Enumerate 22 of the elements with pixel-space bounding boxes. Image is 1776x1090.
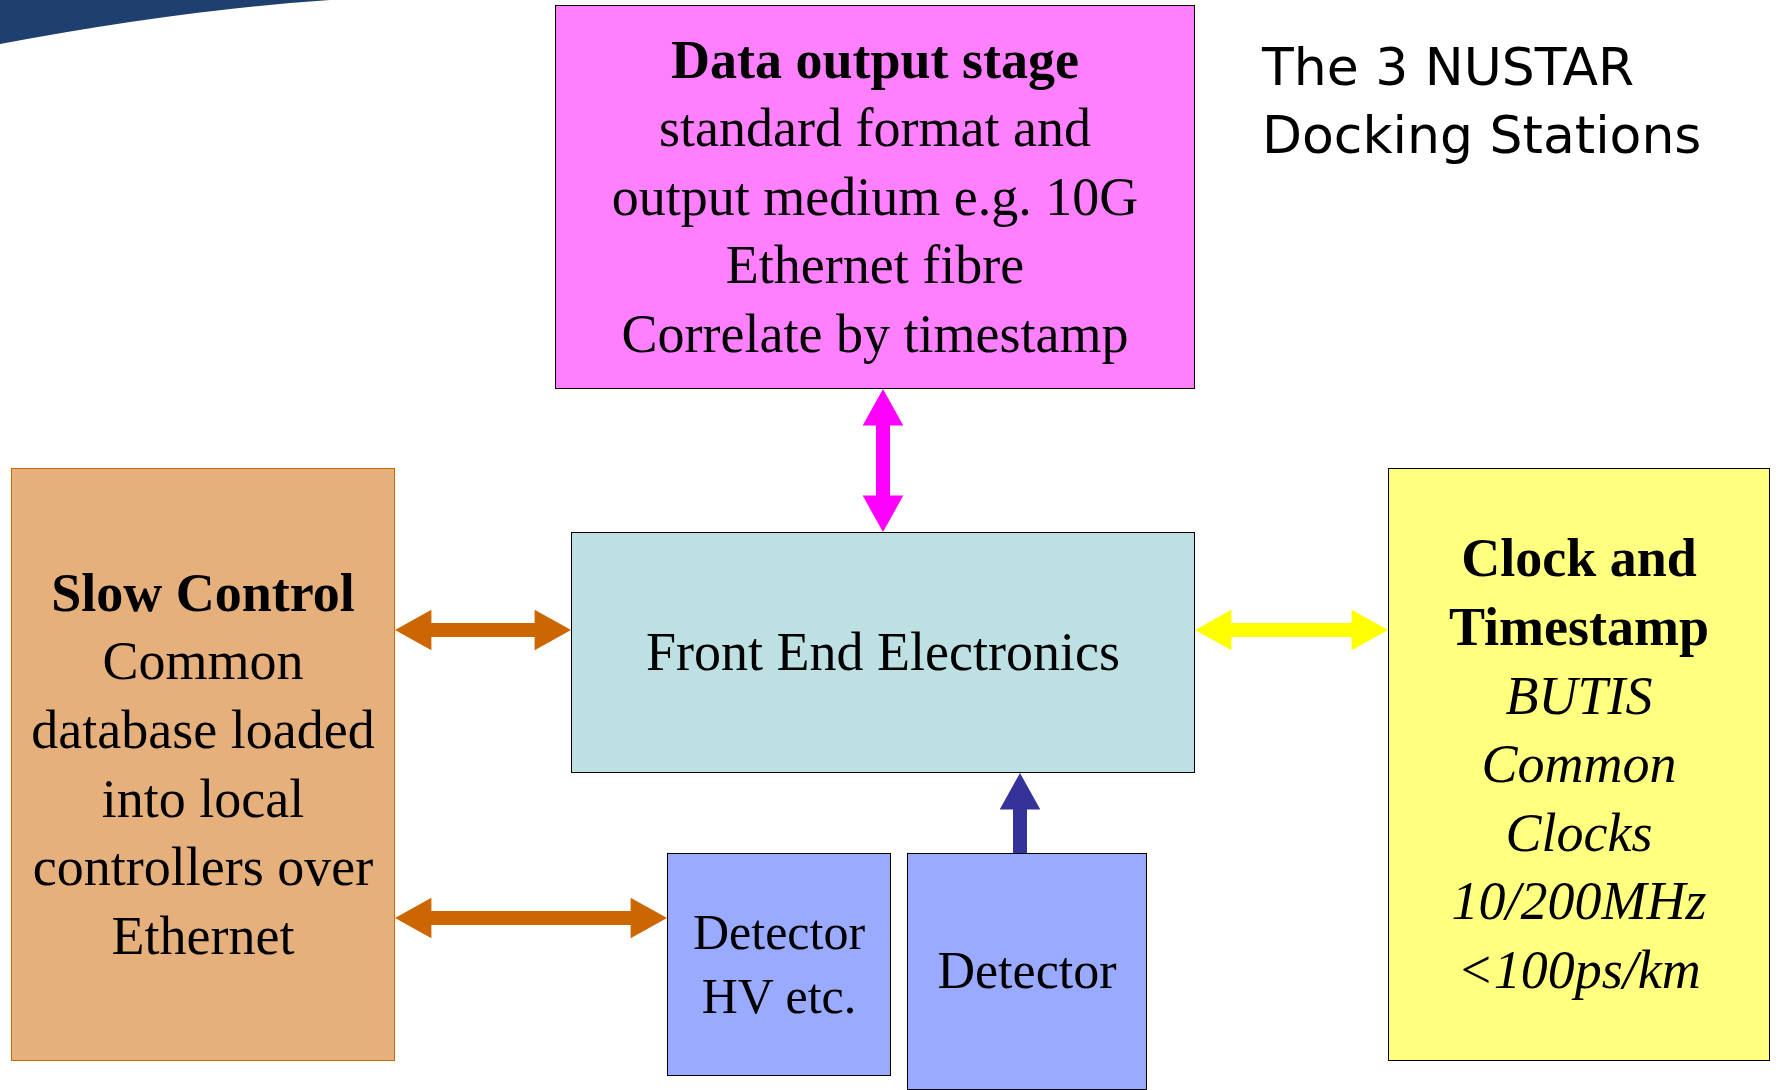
block-heading: Clock and Timestamp bbox=[1448, 527, 1710, 660]
block-box bbox=[11, 468, 395, 1061]
double-arrow bbox=[862, 389, 904, 532]
block-text: Correlate by timestamp bbox=[621, 302, 1129, 366]
block-box bbox=[667, 853, 891, 1076]
double-arrow bbox=[395, 897, 667, 939]
block-heading: Data output stage bbox=[671, 28, 1079, 92]
block-text: BUTIS Common Clocks 10/200MHz <100ps/km bbox=[1450, 664, 1708, 1002]
double-arrow bbox=[1195, 609, 1388, 651]
double-arrow bbox=[395, 609, 571, 651]
block-box bbox=[571, 532, 1195, 773]
block-text: Common database loaded into local controllers over Ethernet bbox=[30, 630, 376, 968]
block-text: standard format and output medium e.g. 10G Ethernet fibre bbox=[610, 97, 1140, 298]
block-text: Detector HV etc. bbox=[691, 903, 867, 1026]
arrow bbox=[999, 773, 1041, 853]
block-box bbox=[555, 5, 1195, 389]
block-text: Detector bbox=[937, 941, 1117, 1002]
block-box bbox=[1388, 468, 1770, 1061]
block-heading: Slow Control bbox=[51, 561, 355, 625]
slide-title: The 3 NUSTAR Docking Stations bbox=[1262, 36, 1703, 167]
block-box bbox=[907, 853, 1147, 1090]
block-text: Front End Electronics bbox=[646, 621, 1120, 685]
